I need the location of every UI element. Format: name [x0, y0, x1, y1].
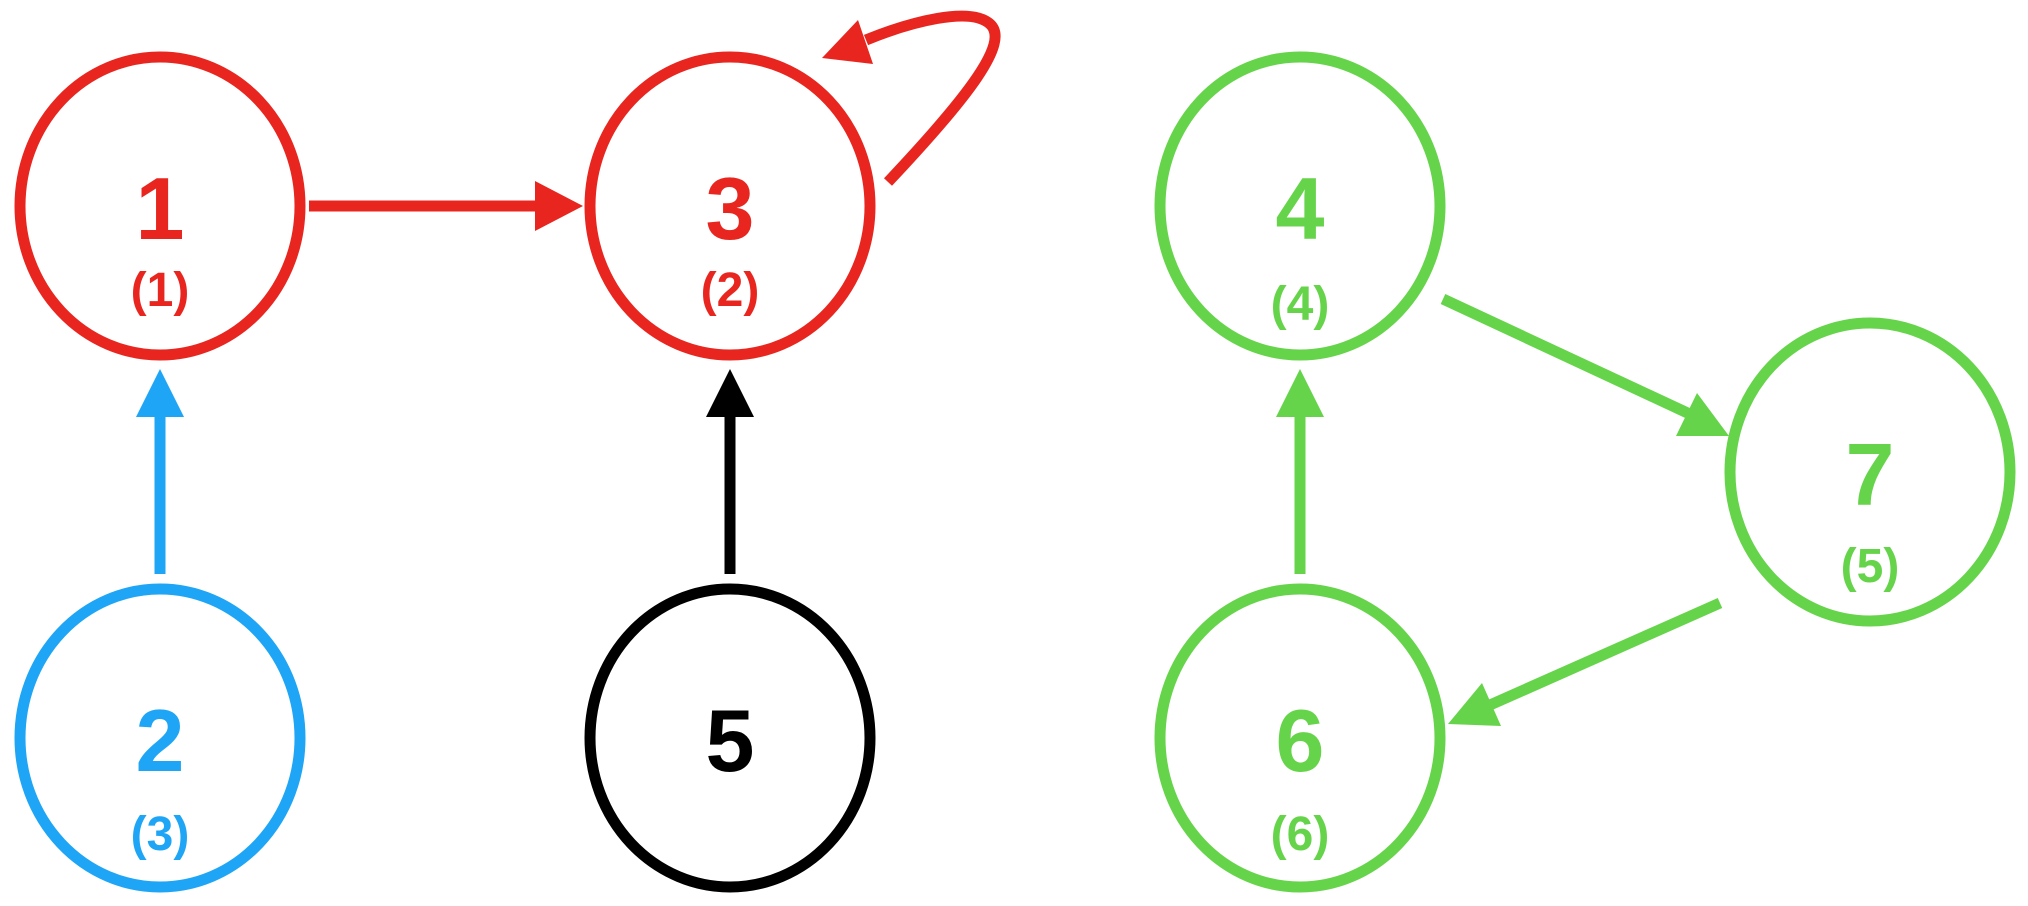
node-circle — [1154, 51, 1446, 361]
node-6: 6 (6) — [1154, 583, 1446, 893]
node-circle — [14, 583, 306, 893]
node-id: 1 — [136, 159, 185, 258]
node-3: 3 (2) — [584, 51, 876, 361]
node-7: 7 (5) — [1724, 317, 2016, 627]
arrowhead — [1276, 369, 1324, 417]
node-id: 5 — [706, 691, 755, 790]
node-id: 3 — [706, 159, 755, 258]
edge-7-to-6 — [1448, 597, 1723, 726]
node-2: 2 (3) — [14, 583, 306, 893]
node-id: 4 — [1276, 159, 1325, 258]
edge-line — [1487, 597, 1723, 711]
node-circle — [1724, 317, 2016, 627]
node-id: 7 — [1846, 425, 1895, 524]
node-id: 6 — [1276, 691, 1325, 790]
node-5: 5 — [584, 583, 876, 893]
edge-6-to-4 — [1276, 369, 1324, 574]
edge-4-to-7 — [1440, 294, 1729, 436]
node-1: 1 (1) — [14, 51, 306, 361]
edge-3-self-loop — [822, 10, 1001, 186]
node-order: (1) — [131, 264, 190, 317]
node-order: (6) — [1271, 808, 1330, 861]
arrowhead — [535, 181, 583, 231]
arrowhead — [1676, 393, 1729, 436]
edge-5-to-3 — [706, 369, 754, 574]
node-4: 4 (4) — [1154, 51, 1446, 361]
node-order: (4) — [1271, 278, 1330, 331]
edge-line — [863, 10, 1001, 186]
node-circle — [584, 51, 876, 361]
edge-line — [1440, 294, 1697, 421]
node-circle — [14, 51, 306, 361]
edge-2-to-1 — [136, 369, 184, 574]
arrowhead — [706, 369, 754, 417]
node-order: (5) — [1841, 540, 1900, 593]
node-circle — [1154, 583, 1446, 893]
node-id: 2 — [136, 691, 185, 790]
arrowhead — [1448, 683, 1501, 726]
node-order: (3) — [131, 808, 190, 861]
arrowhead — [136, 369, 184, 417]
node-circle — [584, 583, 876, 893]
node-order: (2) — [701, 264, 760, 317]
arrowhead — [822, 20, 873, 64]
edge-1-to-3 — [309, 181, 583, 231]
